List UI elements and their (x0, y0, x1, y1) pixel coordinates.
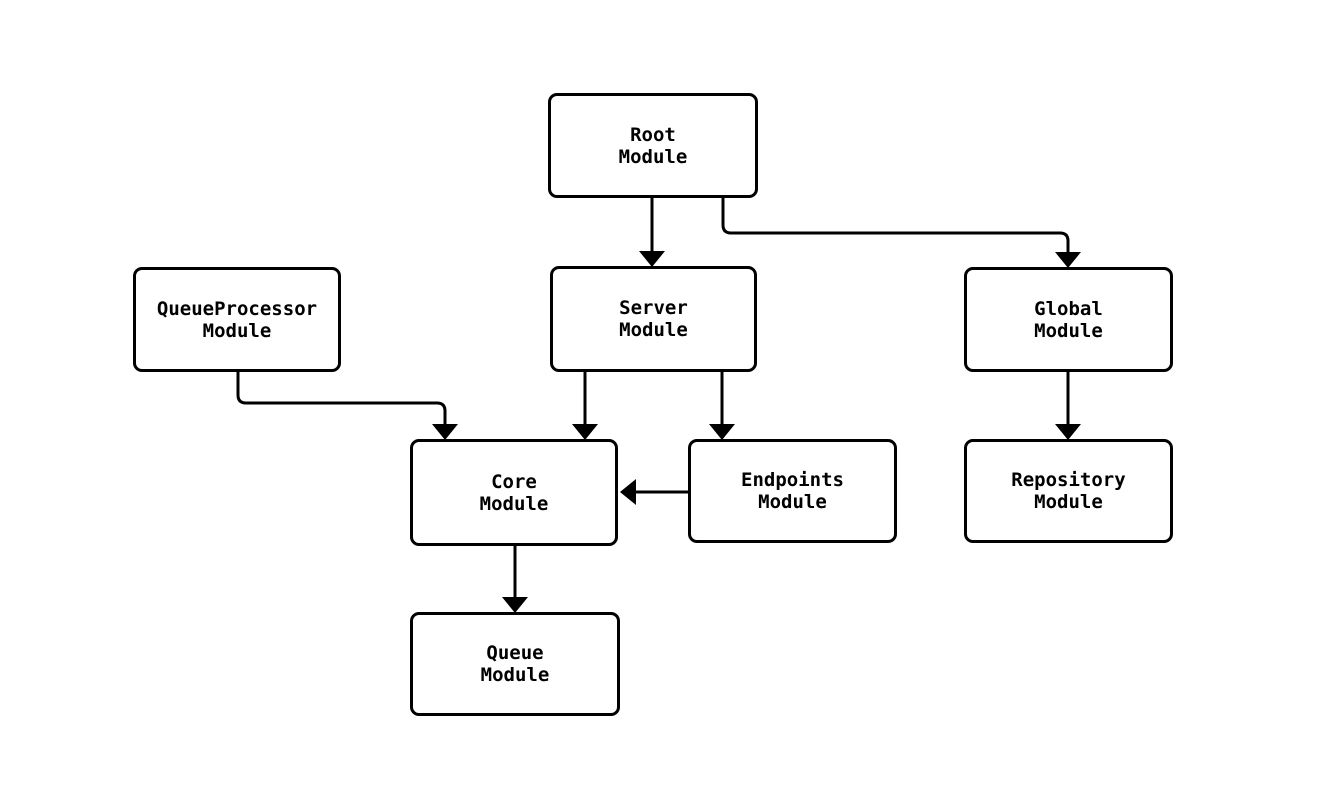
node-root-module: Root Module (548, 93, 758, 198)
node-core-module-label: Core Module (479, 470, 549, 515)
edge-root-to-server (639, 198, 665, 267)
edge-global-to-repository (1055, 372, 1081, 440)
node-server-module: Server Module (550, 266, 757, 372)
node-core-module: Core Module (410, 439, 618, 546)
node-endpoints-module: Endpoints Module (688, 439, 897, 543)
node-repository-module-label: Repository Module (1011, 469, 1126, 513)
node-queue-module-label: Queue Module (480, 642, 550, 686)
edge-core-to-queue (502, 546, 528, 613)
node-global-module-label: Global Module (1034, 297, 1103, 342)
node-queue-module: Queue Module (410, 612, 620, 716)
edge-server-to-endpoints (709, 372, 735, 440)
node-repository-module: Repository Module (964, 439, 1173, 543)
edge-endpoints-to-core (620, 479, 688, 505)
node-queueprocessor-module-label: QueueProcessor Module (156, 297, 318, 342)
node-root-module-label: Root Module (618, 123, 688, 168)
edge-server-to-core (572, 372, 598, 440)
node-server-module-label: Server Module (619, 297, 688, 341)
edge-queueprocessor-to-core (236, 372, 458, 440)
node-queueprocessor-module: QueueProcessor Module (133, 267, 341, 372)
edge-root-to-global (721, 198, 1081, 268)
node-endpoints-module-label: Endpoints Module (741, 469, 844, 513)
node-global-module: Global Module (964, 267, 1173, 372)
